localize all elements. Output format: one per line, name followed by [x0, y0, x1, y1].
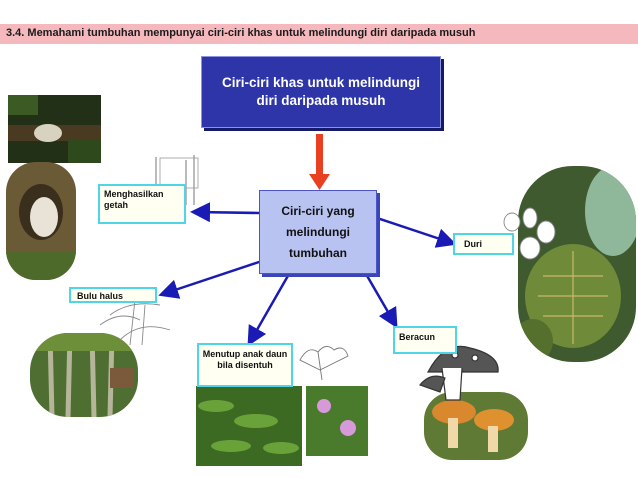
feature-label-duri: Duri — [453, 233, 514, 255]
arrow-to-getah — [190, 202, 260, 223]
feature-text-menutup: Menutup anak daun bila disentuh — [202, 349, 288, 370]
red-arrow — [309, 134, 330, 190]
rubber-tree-photo — [8, 95, 101, 163]
mimosa-photo — [196, 386, 302, 466]
topic-label: Ciri-ciri khas untuk melindungi diri dar… — [221, 75, 421, 108]
feature-label-getah: Menghasilkan getah — [98, 184, 186, 224]
feature-text-bulu-halus: Bulu halus — [77, 291, 124, 301]
center-box: Ciri-ciri yang melindungi tumbuhan — [259, 190, 377, 274]
feature-text-getah: Menghasilkan getah — [104, 189, 164, 210]
feature-text-duri: Duri — [464, 239, 482, 249]
arrow-to-beracun — [364, 273, 398, 329]
cactus-photo — [518, 166, 636, 362]
feature-label-bulu-halus: Bulu halus — [69, 287, 157, 303]
center-label: Ciri-ciri yang melindungi tumbuhan — [281, 203, 355, 260]
page-title: 3.4. Memahami tumbuhan mempunyai ciri-ci… — [6, 27, 476, 39]
feature-label-beracun: Beracun — [393, 326, 457, 354]
mimosa-flower-photo — [306, 386, 368, 456]
arrow-to-duri — [376, 216, 457, 248]
feature-text-beracun: Beracun — [399, 332, 436, 342]
feature-label-menutup: Menutup anak daun bila disentuh — [197, 343, 293, 387]
mushroom-photo — [424, 392, 528, 460]
topic-box: Ciri-ciri khas untuk melindungi diri dar… — [201, 56, 441, 128]
header-bar: 3.4. Memahami tumbuhan mempunyai ciri-ci… — [0, 24, 638, 44]
arrow-to-bulu-halus — [158, 259, 263, 299]
arrow-to-menutup — [247, 273, 291, 347]
